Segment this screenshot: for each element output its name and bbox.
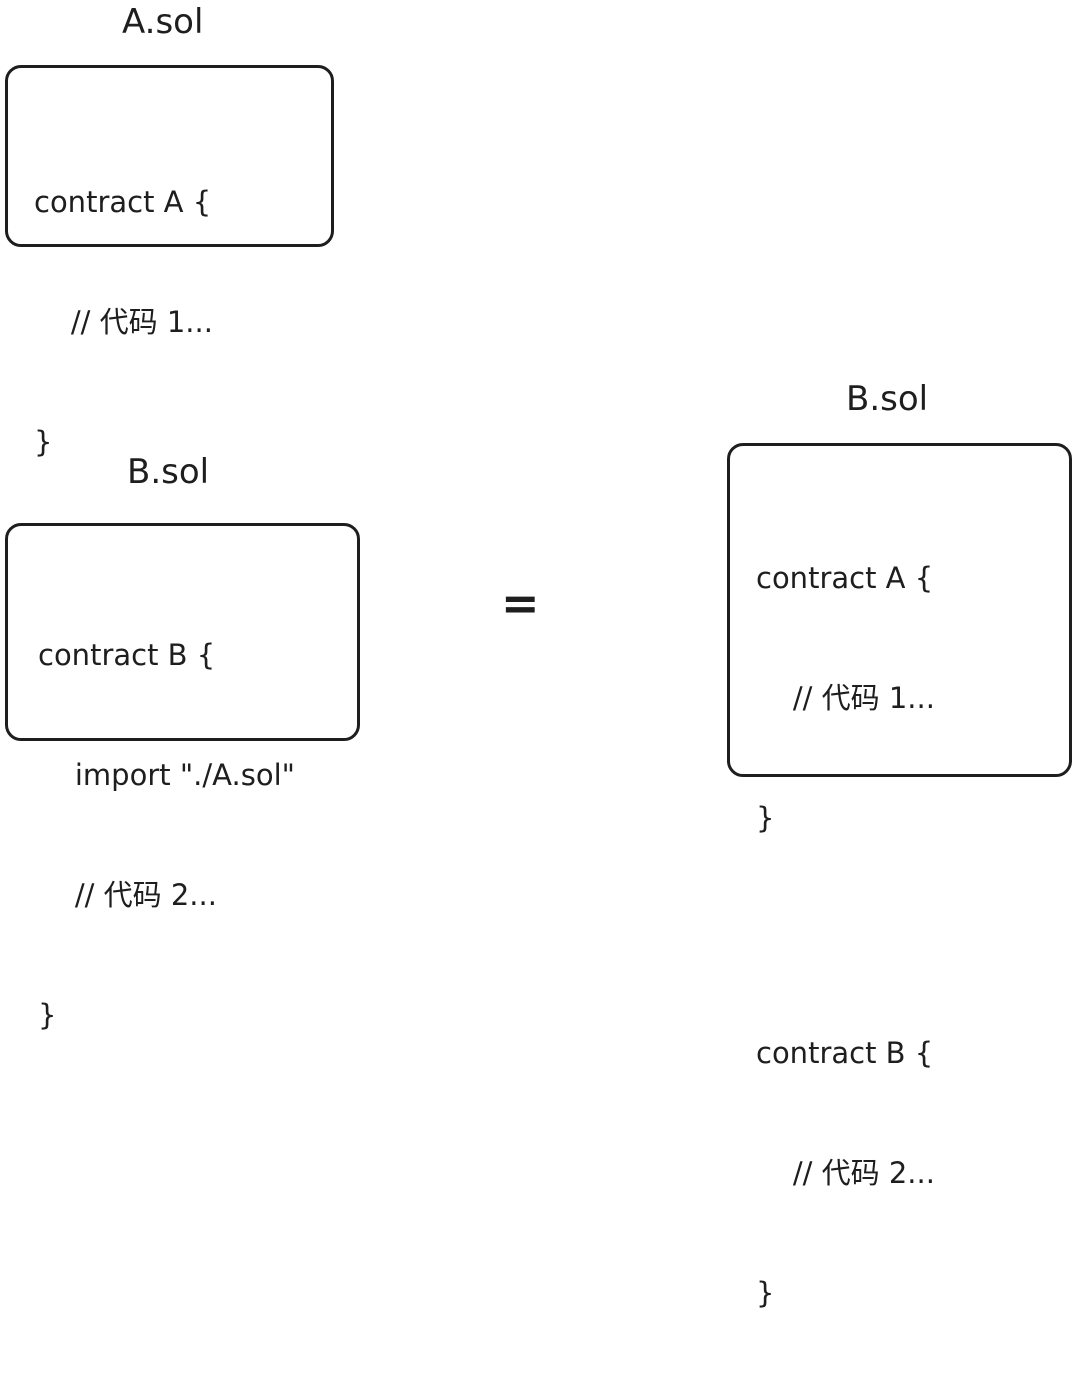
code-line: } [34,425,53,459]
code-line [756,918,935,953]
result-b-sol-code: contract A { // 代码 1... } contract B { /… [756,478,935,1393]
b-sol-box: contract B { import "./A.sol" // 代码 2...… [5,523,360,1032]
code-line: import "./A.sol" [38,758,295,792]
code-line: // 代码 1... [34,305,213,339]
code-line: } [756,1276,775,1310]
code-line: } [38,998,57,1032]
code-line: contract B { [38,638,216,672]
code-line: // 代码 1... [756,681,935,715]
code-line: contract B { [756,1036,934,1070]
a-sol-box: contract A { // 代码 1... } [5,65,334,459]
code-line: // 代码 2... [38,878,217,912]
result-b-sol-box: contract A { // 代码 1... } contract B { /… [727,443,1072,1310]
code-line: // 代码 2... [756,1156,935,1190]
b-sol-title: B.sol [127,452,210,492]
code-line: } [756,801,775,835]
code-line: contract A { [756,561,934,595]
code-line: contract A { [34,185,212,219]
result-b-sol-title: B.sol [846,379,929,419]
a-sol-title: A.sol [122,2,204,42]
b-sol-code: contract B { import "./A.sol" // 代码 2...… [38,555,295,1115]
equals-sign: = [501,576,540,630]
a-sol-code: contract A { // 代码 1... } [34,102,213,542]
